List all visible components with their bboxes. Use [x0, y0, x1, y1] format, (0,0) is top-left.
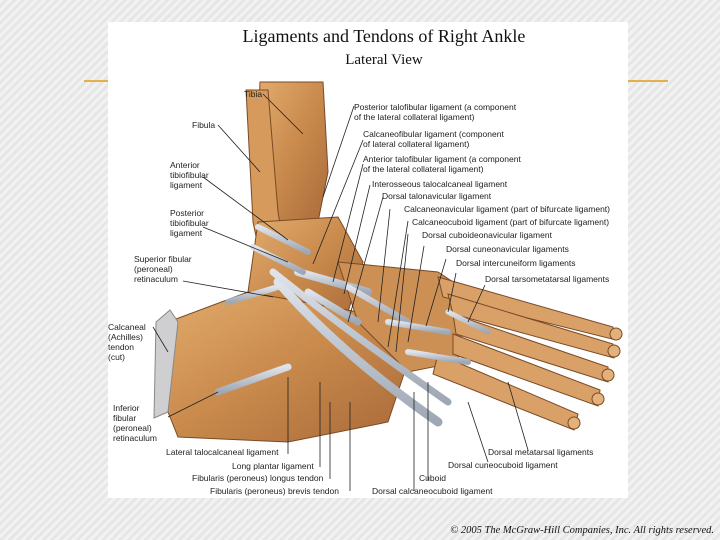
label-calcaneocuboid: Calcaneocuboid ligament (part of bifurca…: [412, 217, 610, 227]
label-fibularis-brevis: Fibularis (peroneus) brevis tendon: [210, 486, 339, 496]
label-dorsal-tarsometatarsal: Dorsal tarsometatarsal ligaments: [485, 274, 610, 284]
label-interosseous-talocalcaneal: Interosseous talocalcaneal ligament: [372, 179, 508, 189]
label-dorsal-calcaneocuboid: Dorsal calcaneocuboid ligament: [372, 486, 493, 496]
toe-joints: [567, 327, 623, 430]
decorative-rule-right: [628, 80, 668, 82]
ankle-anatomy-illustration: [152, 81, 623, 491]
slide-subtitle: Lateral View: [345, 52, 423, 68]
label-posterior-tibiofibular: Posterior tibiofibular ligament: [170, 208, 209, 238]
label-fibula: Fibula: [192, 120, 216, 130]
label-tibia: Tibia: [244, 89, 263, 99]
label-dorsal-talonavicular: Dorsal talonavicular ligament: [382, 191, 492, 201]
calcaneal-tendon-shape: [153, 309, 179, 419]
leader-lines: [152, 93, 529, 491]
slide-title: Ligaments and Tendons of Right Ankle: [242, 26, 526, 46]
decorative-rule-left: [84, 80, 108, 82]
label-calcaneal-tendon: Calcaneal (Achilles) tendon (cut): [108, 322, 146, 362]
label-lateral-talocalcaneal: Lateral talocalcaneal ligament: [166, 447, 279, 457]
label-dorsal-intercuneiform: Dorsal intercuneiform ligaments: [456, 258, 576, 268]
label-superior-fibular-retinaculum: Superior fibular (peroneal) retinaculum: [134, 254, 192, 284]
slide-content: Ligaments and Tendons of Right Ankle Lat…: [108, 22, 628, 498]
label-calcaneonavicular: Calcaneonavicular ligament (part of bifu…: [404, 204, 610, 214]
label-calcaneofibular: Calcaneofibular ligament (component of l…: [363, 129, 504, 149]
label-anterior-tibiofibular: Anterior tibiofibular ligament: [170, 160, 209, 190]
metatarsal-bones: [432, 276, 617, 431]
label-dorsal-cuneocuboid: Dorsal cuneocuboid ligament: [448, 460, 558, 470]
label-fibularis-longus: Fibularis (peroneus) longus tendon: [192, 473, 324, 483]
label-dorsal-cuneonavicular: Dorsal cuneonavicular ligaments: [446, 244, 569, 254]
label-posterior-talofibular: Posterior talofibular ligament (a compon…: [354, 102, 517, 122]
label-long-plantar: Long plantar ligament: [232, 461, 314, 471]
label-dorsal-cuboideonavicular: Dorsal cuboideonavicular ligament: [422, 230, 552, 240]
copyright-notice: © 2005 The McGraw-Hill Companies, Inc. A…: [450, 525, 714, 536]
label-cuboid: Cuboid: [419, 473, 446, 483]
label-inferior-fibular-retinaculum: Inferior fibular (peroneal) retinaculum: [113, 403, 157, 443]
label-dorsal-metatarsal: Dorsal metatarsal ligaments: [488, 447, 594, 457]
label-anterior-talofibular: Anterior talofibular ligament (a compone…: [363, 154, 521, 174]
